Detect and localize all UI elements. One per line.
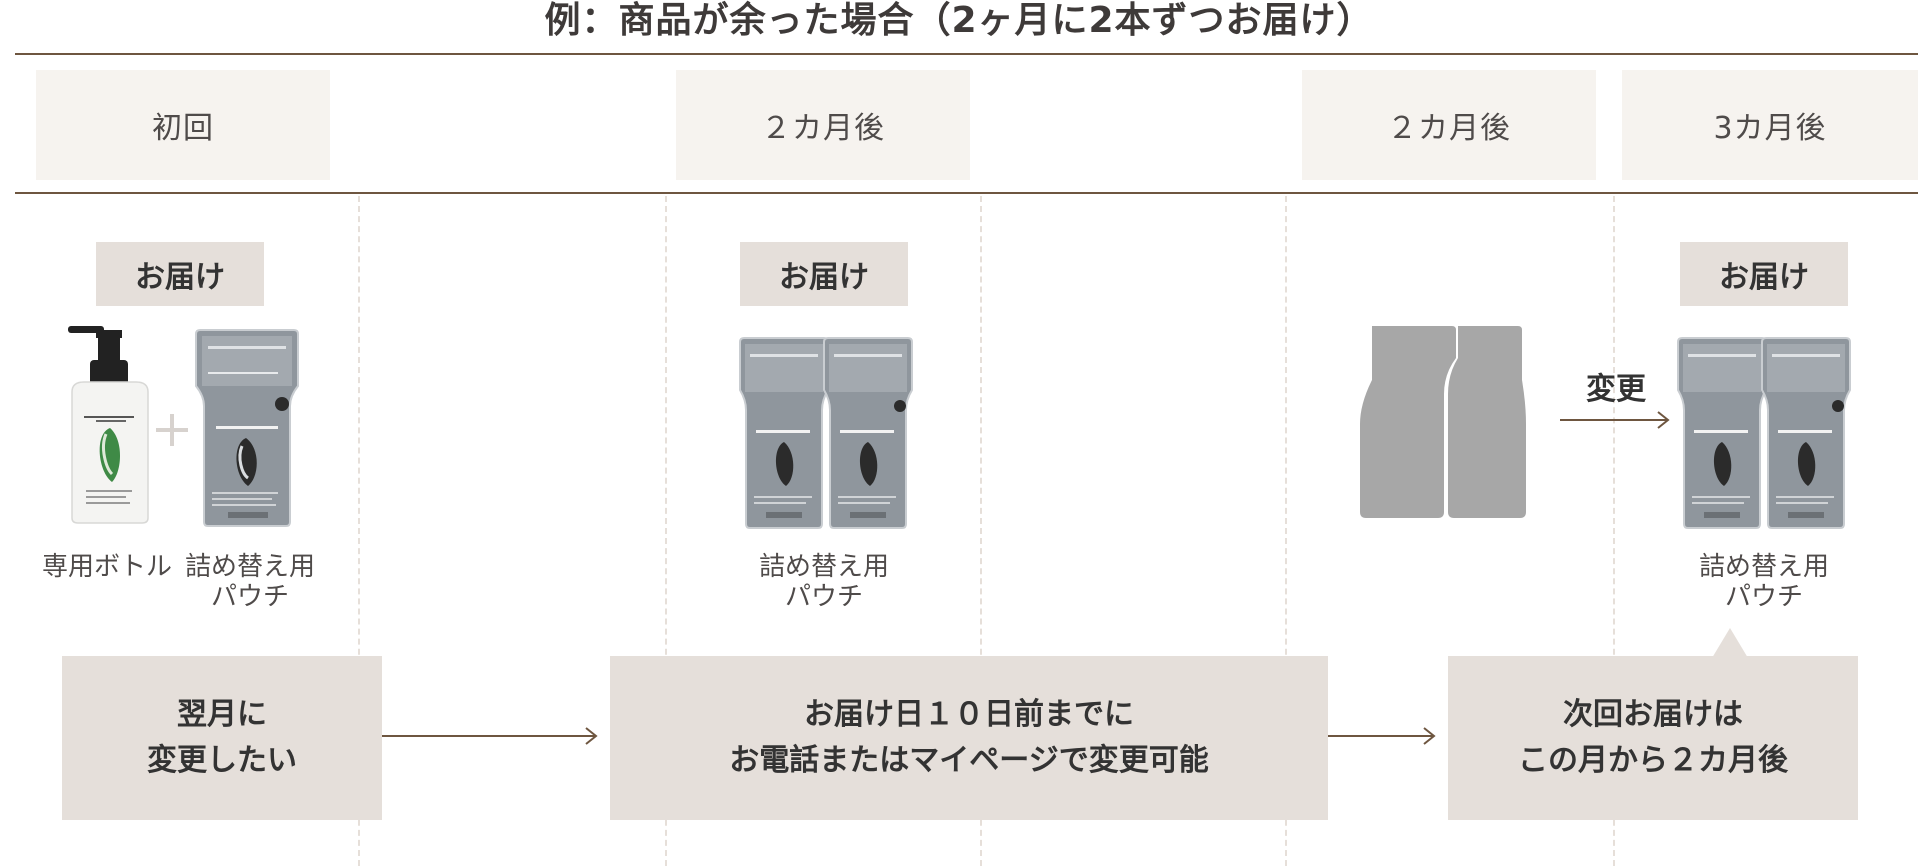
period-three-months-later: 3カ月後 bbox=[1622, 70, 1918, 180]
change-arrow bbox=[1560, 410, 1672, 430]
skipped-delivery-placeholder bbox=[1358, 324, 1528, 520]
column-divider bbox=[665, 196, 667, 866]
next-delivery-box-line2: この月から２カ月後 bbox=[1518, 743, 1788, 778]
delivery-tag-first: お届け bbox=[96, 242, 264, 306]
second-caption-line1: 詰め替え用 bbox=[758, 552, 889, 582]
fourth-caption-line2: パウチ bbox=[1724, 582, 1803, 612]
diagram-title: 例：商品が余った場合（2ヶ月に2本ずつお届け） bbox=[544, 0, 1374, 41]
second-caption-line2: パウチ bbox=[784, 582, 863, 612]
request-box-line2: 変更したい bbox=[147, 743, 297, 778]
refill-pouch-pair-image bbox=[738, 334, 916, 532]
period-first: 初回 bbox=[36, 70, 330, 180]
period-two-months-later-2: ２カ月後 bbox=[1302, 70, 1596, 180]
request-box-line1: 翌月に bbox=[177, 697, 267, 732]
flow-arrow-1 bbox=[382, 726, 600, 746]
refill-caption-line2: パウチ bbox=[210, 582, 289, 612]
plus-icon bbox=[154, 412, 190, 448]
next-delivery-box-line1: 次回お届けは bbox=[1563, 697, 1743, 732]
request-box: 翌月に 変更したい bbox=[62, 656, 382, 820]
delivery-tag-second: お届け bbox=[740, 242, 908, 306]
deadline-box-line2: お電話またはマイページで変更可能 bbox=[729, 743, 1209, 778]
next-delivery-box: 次回お届けは この月から２カ月後 bbox=[1448, 656, 1858, 820]
refill-caption-line1: 詰め替え用 bbox=[184, 552, 315, 582]
change-label: 変更 bbox=[1586, 372, 1646, 407]
flow-arrow-2 bbox=[1328, 726, 1438, 746]
refill-pouch-pair-image-final bbox=[1676, 334, 1854, 532]
fourth-caption-line1: 詰め替え用 bbox=[1698, 552, 1829, 582]
deadline-box-line1: お届け日１０日前までに bbox=[804, 697, 1134, 732]
column-divider bbox=[358, 196, 360, 866]
bottle-caption: 専用ボトル bbox=[42, 552, 173, 582]
column-divider bbox=[980, 196, 982, 866]
shampoo-bottle-image bbox=[62, 322, 158, 524]
column-divider bbox=[1613, 196, 1615, 866]
period-two-months-later: ２カ月後 bbox=[676, 70, 970, 180]
delivery-tag-fourth: お届け bbox=[1680, 242, 1848, 306]
refill-pouch-image bbox=[194, 326, 300, 530]
callout-pointer bbox=[1712, 628, 1748, 658]
column-divider bbox=[1285, 196, 1287, 866]
top-rule bbox=[15, 53, 1918, 55]
header-bottom-rule bbox=[15, 192, 1918, 194]
deadline-box: お届け日１０日前までに お電話またはマイページで変更可能 bbox=[610, 656, 1328, 820]
